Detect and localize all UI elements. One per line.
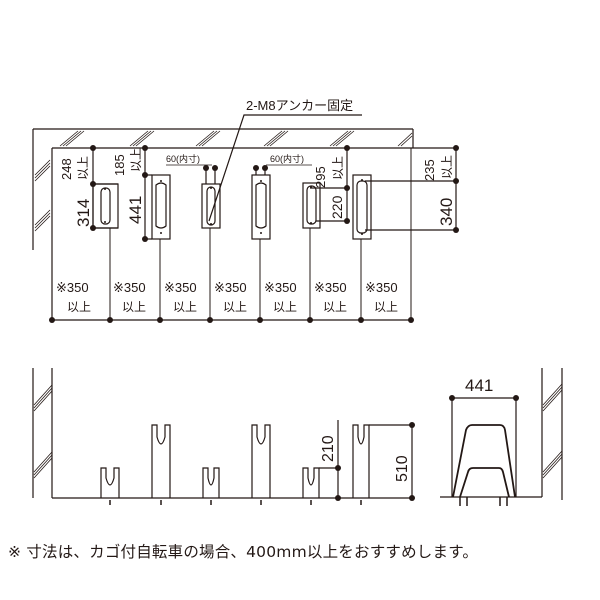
dim-314: 314	[74, 199, 93, 227]
pitch-label: ※350	[214, 280, 247, 295]
dim-510: 510	[394, 455, 411, 482]
inner-gap-label-2: 60(内寸)	[270, 153, 304, 164]
pitch-labels: ※350 以上 ※350 以上 ※350 以上 ※350 以上 ※350 以上 …	[56, 280, 398, 314]
footnote: ※ 寸法は、カゴ付自転車の場合、400mm以上をおすすめします。	[8, 543, 479, 561]
pitch-label: ※350	[164, 280, 197, 295]
pitch-label: ※350	[56, 280, 89, 295]
pitch-suffix: 以上	[122, 300, 146, 314]
rack-plan-2	[151, 174, 171, 240]
dim-235: 235	[422, 159, 437, 181]
dim-235-suffix: 以上	[440, 155, 454, 179]
rack-plan-4	[251, 174, 271, 240]
dim-248: 248	[59, 158, 74, 180]
dim-295: 295	[313, 166, 328, 188]
anchor-label: 2-M8アンカー固定	[246, 98, 353, 113]
pitch-label: ※350	[113, 280, 146, 295]
dim-441: 441	[126, 196, 145, 224]
pitch-label: ※350	[264, 280, 297, 295]
pitch-suffix: 以上	[67, 300, 91, 314]
pitch-suffix: 以上	[323, 300, 347, 314]
pitch-label: ※350	[365, 280, 398, 295]
side-dim-441: 441	[465, 376, 493, 395]
pitch-suffix: 以上	[173, 300, 197, 314]
rack-plan-5	[302, 182, 321, 229]
dim-248-suffix: 以上	[76, 156, 90, 180]
wall-outline	[32, 128, 455, 320]
dim-185-suffix: 以上	[129, 148, 143, 172]
dim-185: 185	[112, 154, 127, 176]
front-view	[32, 368, 413, 505]
dim-210: 210	[320, 435, 337, 462]
dim-220: 220	[329, 195, 345, 219]
rack-plan-3	[201, 183, 221, 229]
inner-gap-label-1: 60(内寸)	[166, 153, 200, 164]
side-view	[440, 368, 563, 506]
pitch-label: ※350	[314, 280, 347, 295]
dimension-dots	[49, 145, 459, 323]
dim-340: 340	[437, 198, 456, 226]
pitch-suffix: 以上	[223, 300, 247, 314]
pitch-suffix: 以上	[374, 300, 398, 314]
pitch-suffix: 以上	[273, 300, 297, 314]
dim-295-suffix: 以上	[331, 156, 345, 180]
wall-hatching	[34, 130, 413, 232]
